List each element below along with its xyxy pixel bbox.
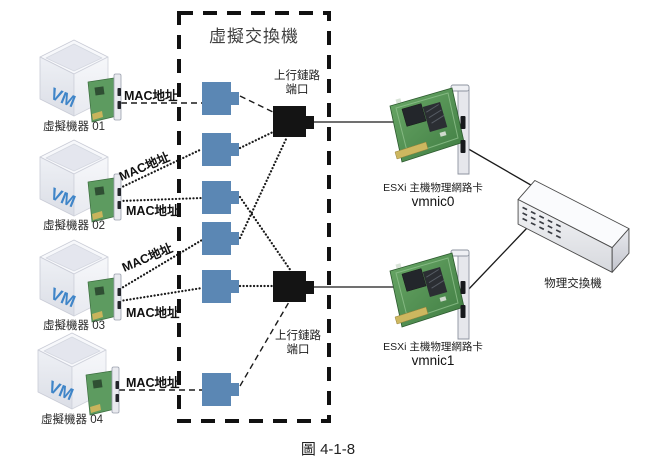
vswitch-port-1 xyxy=(202,82,239,115)
uplink-port-1 xyxy=(273,106,314,137)
uplink-port-2-label: 上行鏈路 端口 xyxy=(267,329,329,357)
vm-cube xyxy=(37,332,120,416)
uplink-port-1-label: 上行鏈路 端口 xyxy=(266,69,328,97)
physical-switch-label: 物理交換機 xyxy=(544,278,602,290)
vswitch-ports xyxy=(202,82,239,406)
mac-address-label: MAC地址 xyxy=(126,306,180,320)
physical-nic-card-vmnic0 xyxy=(389,84,470,175)
vmnic1-label: ESXi 主機物理網路卡 vmnic1 xyxy=(368,340,498,368)
link-port6-uplink2 xyxy=(239,301,290,387)
figure-caption: 圖 4-1-8 xyxy=(300,441,356,458)
link-vm3-port5 xyxy=(118,286,204,303)
switch-port-leds xyxy=(522,206,562,239)
physical-nic-card-vmnic1 xyxy=(389,249,470,340)
link-vmnic0-switch xyxy=(464,146,537,189)
nic-name: vmnic0 xyxy=(411,194,455,209)
vm-machine-3: VM xyxy=(39,239,122,323)
mac-address-label: MAC地址 xyxy=(124,89,178,103)
vswitch-port-2 xyxy=(202,133,239,166)
link-vm3-port4 xyxy=(118,238,204,291)
uplink-label-line1: 上行鏈路 xyxy=(275,330,321,342)
link-vm2-port2 xyxy=(118,147,204,190)
vm-cube xyxy=(39,139,122,223)
vm-machine-4: VM xyxy=(37,332,120,416)
vswitch-port-3 xyxy=(202,181,239,214)
vswitch-title: 虛擬交換機 xyxy=(209,27,299,46)
vm-machine-2: VM xyxy=(39,139,122,223)
vm-label-1: 虛擬機器 01 xyxy=(43,121,105,133)
vswitch-port-5 xyxy=(202,270,239,303)
nic-title: ESXi 主機物理網路卡 xyxy=(383,341,483,353)
mac-address-label: MAC地址 xyxy=(126,376,180,390)
link-vmnic1-switch xyxy=(465,227,528,293)
vswitch-port-6 xyxy=(202,373,239,406)
nic-name: vmnic1 xyxy=(411,353,455,368)
link-port3-uplink2 xyxy=(238,195,293,273)
nic-title: ESXi 主機物理網路卡 xyxy=(383,182,483,194)
link-vm2-port3 xyxy=(118,196,204,203)
vswitch-port-4 xyxy=(202,222,239,255)
vm-label-2: 虛擬機器 02 xyxy=(43,220,105,232)
uplink-label-line2: 端口 xyxy=(286,344,310,356)
vmnic0-label: ESXi 主機物理網路卡 vmnic0 xyxy=(368,181,498,209)
mac-address-label: MAC地址 xyxy=(126,204,180,218)
vm-machine-1: VM xyxy=(39,39,122,123)
uplink-label-line2: 端口 xyxy=(285,84,309,96)
vm-label-3: 虛擬機器 03 xyxy=(43,320,105,332)
vm-label-4: 虛擬機器 04 xyxy=(41,414,103,426)
connection-links xyxy=(118,95,537,391)
link-port4-uplink1 xyxy=(238,135,289,240)
link-port1-uplink1 xyxy=(239,95,274,113)
link-port2-uplink1 xyxy=(238,130,275,150)
vswitch-boundary xyxy=(177,11,331,423)
uplink-label-line1: 上行鏈路 xyxy=(274,70,320,82)
vm-cube xyxy=(39,239,122,323)
physical-switch xyxy=(517,180,630,273)
vm-cube xyxy=(39,39,122,123)
uplink-port-2 xyxy=(273,271,314,302)
